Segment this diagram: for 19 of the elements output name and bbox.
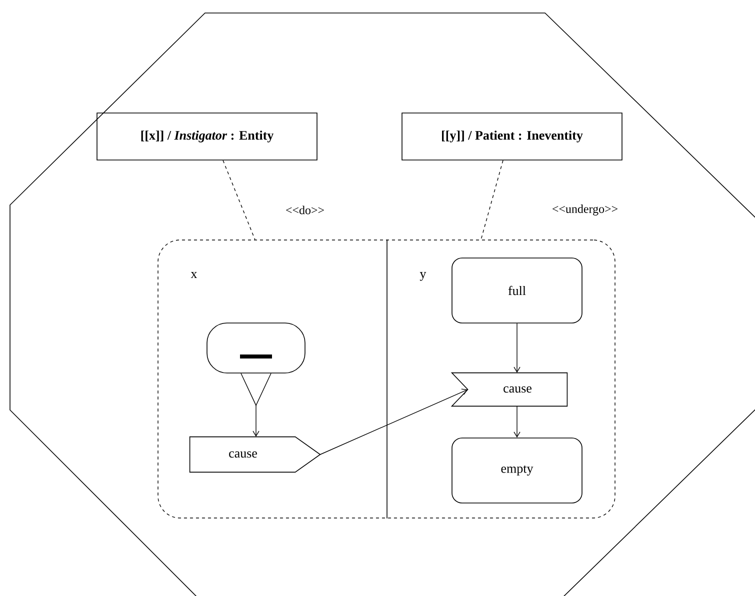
action-box: full xyxy=(452,258,582,324)
leader-line xyxy=(480,160,504,240)
activity-region xyxy=(158,240,616,518)
lane-label: y xyxy=(420,272,426,281)
octagon-frame xyxy=(10,12,755,596)
arrow xyxy=(320,388,468,455)
arrow xyxy=(514,406,520,438)
receive-signal: cause xyxy=(450,372,568,407)
arrow xyxy=(252,405,260,437)
send-signal: cause xyxy=(189,436,321,473)
stereotype-label: <<do>> xyxy=(284,204,326,216)
object-box: [[x]] / Instigator : Entity xyxy=(96,112,318,160)
stereotype-label: <<undergo>> xyxy=(550,204,620,216)
initial-state xyxy=(206,322,306,406)
object-box: [[y]] / Patient : Ineventity xyxy=(402,112,622,160)
action-box: empty xyxy=(452,438,582,504)
arrow xyxy=(514,323,520,373)
leader-line xyxy=(222,160,256,240)
lane-label: x xyxy=(190,272,198,278)
